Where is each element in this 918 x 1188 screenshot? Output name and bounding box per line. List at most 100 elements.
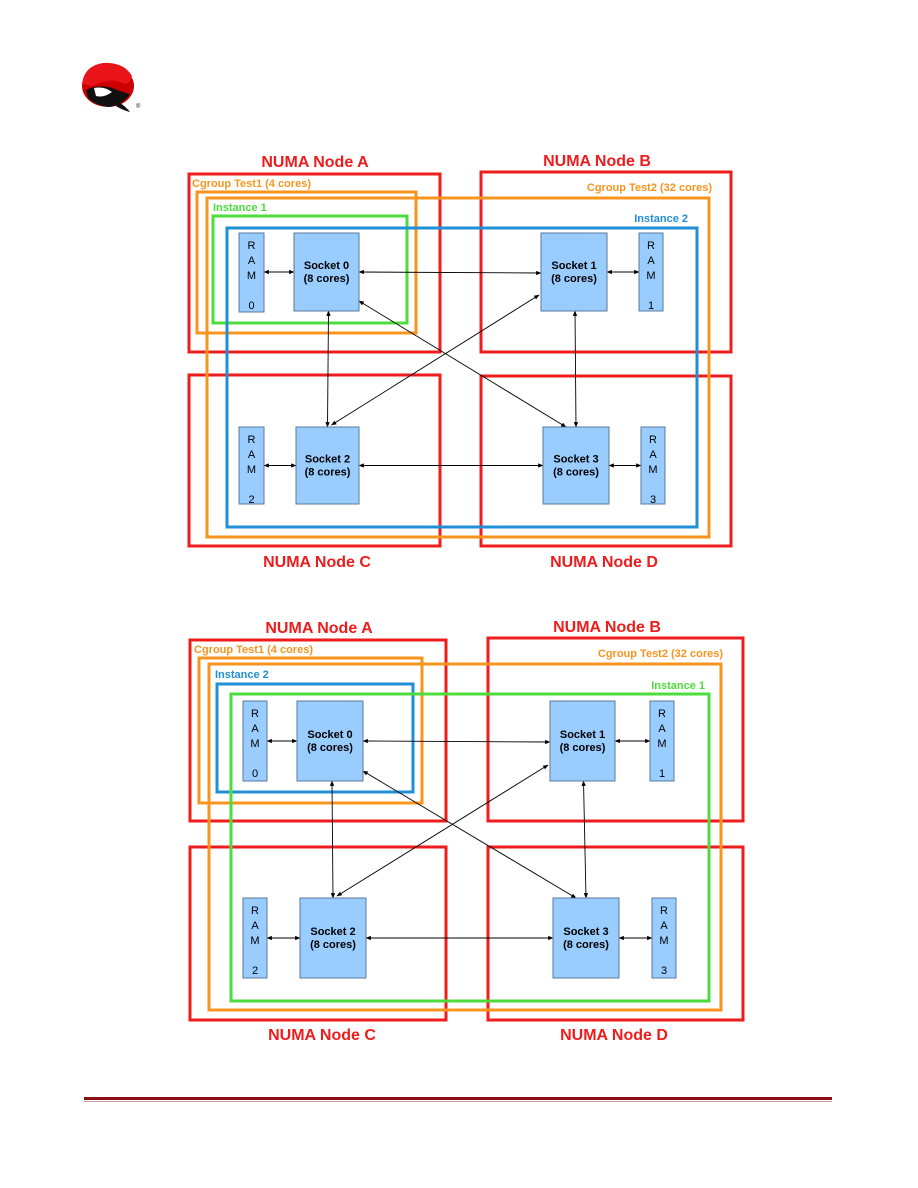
ram-index-label: 3 (661, 965, 667, 977)
shadowman-icon (82, 62, 134, 112)
numa-node-label-a: NUMA Node A (265, 620, 373, 637)
ram-letter: M (646, 270, 655, 282)
socket-label: Socket 2 (310, 926, 355, 938)
socket-label: Socket 2 (305, 454, 350, 466)
cgroup-test2-label: Cgroup Test2 (32 cores) (587, 182, 712, 194)
numa-node-label-c: NUMA Node C (268, 1027, 376, 1044)
instance-label-large: Instance 1 (651, 680, 705, 692)
ram-box (640, 426, 666, 505)
ram-letter: A (658, 723, 666, 735)
ram-box (238, 426, 265, 505)
socket-label: Socket 3 (563, 926, 608, 938)
numa-node-box-b (479, 170, 733, 354)
socket-block-a: Socket 0(8 cores) (296, 700, 364, 782)
ram-box (649, 700, 675, 782)
socket-cores-label: (8 cores) (307, 742, 353, 754)
numa-node-box-c (188, 845, 448, 1022)
ram-letter: A (248, 449, 256, 461)
connection-arrow (362, 738, 551, 745)
cgroup-test1-box (197, 656, 424, 805)
footer-rule (84, 1097, 832, 1100)
ram-letter: R (658, 708, 666, 720)
instance-box-small (211, 214, 409, 325)
socket-box (295, 426, 360, 505)
numa-node-box-a (188, 638, 448, 823)
connection-arrow (329, 780, 336, 899)
registered-mark: ® (136, 103, 141, 110)
connection-arrow (581, 780, 589, 899)
ram-box (242, 897, 268, 979)
socket-block-a: Socket 0(8 cores) (293, 232, 360, 312)
socket-box (542, 426, 610, 505)
socket-block-d: Socket 3(8 cores) (552, 897, 620, 979)
ram-letter: R (660, 905, 668, 917)
ram-letter: M (657, 738, 666, 750)
instance-label-large: Instance 2 (634, 213, 688, 225)
numa-node-label-b: NUMA Node B (543, 153, 651, 170)
socket-box (549, 700, 616, 782)
ram-letter: M (247, 464, 256, 476)
numa-node-label-d: NUMA Node D (550, 554, 658, 571)
socket-box (293, 232, 360, 312)
connection-arrow (358, 269, 542, 276)
socket-block-c: Socket 2(8 cores) (295, 426, 360, 505)
instance-label-small: Instance 2 (215, 669, 269, 681)
numa-node-box-d (479, 374, 733, 548)
numa-node-label-a: NUMA Node A (261, 154, 369, 171)
ram-letter: M (250, 935, 259, 947)
ram-letter: R (248, 240, 256, 252)
socket-cores-label: (8 cores) (304, 273, 350, 285)
ram-index-label: 1 (648, 300, 654, 312)
ram-letter: R (248, 434, 256, 446)
instance-label-small: Instance 1 (213, 202, 267, 214)
socket-label: Socket 3 (553, 454, 598, 466)
instance-box-large (229, 692, 711, 1003)
cgroup-test2-label: Cgroup Test2 (32 cores) (598, 648, 723, 660)
ram-index-label: 0 (252, 768, 258, 780)
ram-letter: R (649, 434, 657, 446)
ram-block-b: RAM 1 (638, 232, 664, 312)
ram-letter: A (647, 255, 655, 267)
ram-box (238, 232, 265, 313)
socket-box (540, 232, 608, 312)
socket-label: Socket 1 (560, 729, 605, 741)
socket-label: Socket 1 (551, 260, 596, 272)
cgroup-test1-box (195, 190, 418, 335)
ram-letter: R (251, 905, 259, 917)
ram-letter: A (251, 920, 259, 932)
connection-arrow (331, 294, 540, 426)
socket-box (552, 897, 620, 979)
ram-index-label: 0 (248, 300, 254, 312)
socket-block-b: Socket 1(8 cores) (540, 232, 608, 312)
socket-block-b: Socket 1(8 cores) (549, 700, 616, 782)
ram-letter: M (648, 464, 657, 476)
ram-letter: A (649, 449, 657, 461)
connection-arrow (572, 310, 579, 428)
numa-node-box-d (486, 845, 745, 1022)
instance-box-small (215, 682, 415, 794)
ram-letter: R (647, 240, 655, 252)
connection-arrow (336, 764, 549, 897)
cgroup-test1-label: Cgroup Test1 (4 cores) (192, 178, 311, 190)
numa-node-box-c (187, 373, 442, 548)
ram-letter: A (660, 920, 668, 932)
numa-node-label-b: NUMA Node B (553, 619, 661, 636)
socket-block-c: Socket 2(8 cores) (299, 897, 367, 979)
numa-node-label-d: NUMA Node D (560, 1027, 668, 1044)
ram-letter: A (248, 255, 256, 267)
socket-cores-label: (8 cores) (563, 939, 609, 951)
cgroup-test2-box (207, 662, 723, 1012)
connection-arrow (362, 770, 577, 899)
socket-box (296, 700, 364, 782)
cgroup-test2-box (205, 196, 711, 539)
socket-cores-label: (8 cores) (553, 467, 599, 479)
